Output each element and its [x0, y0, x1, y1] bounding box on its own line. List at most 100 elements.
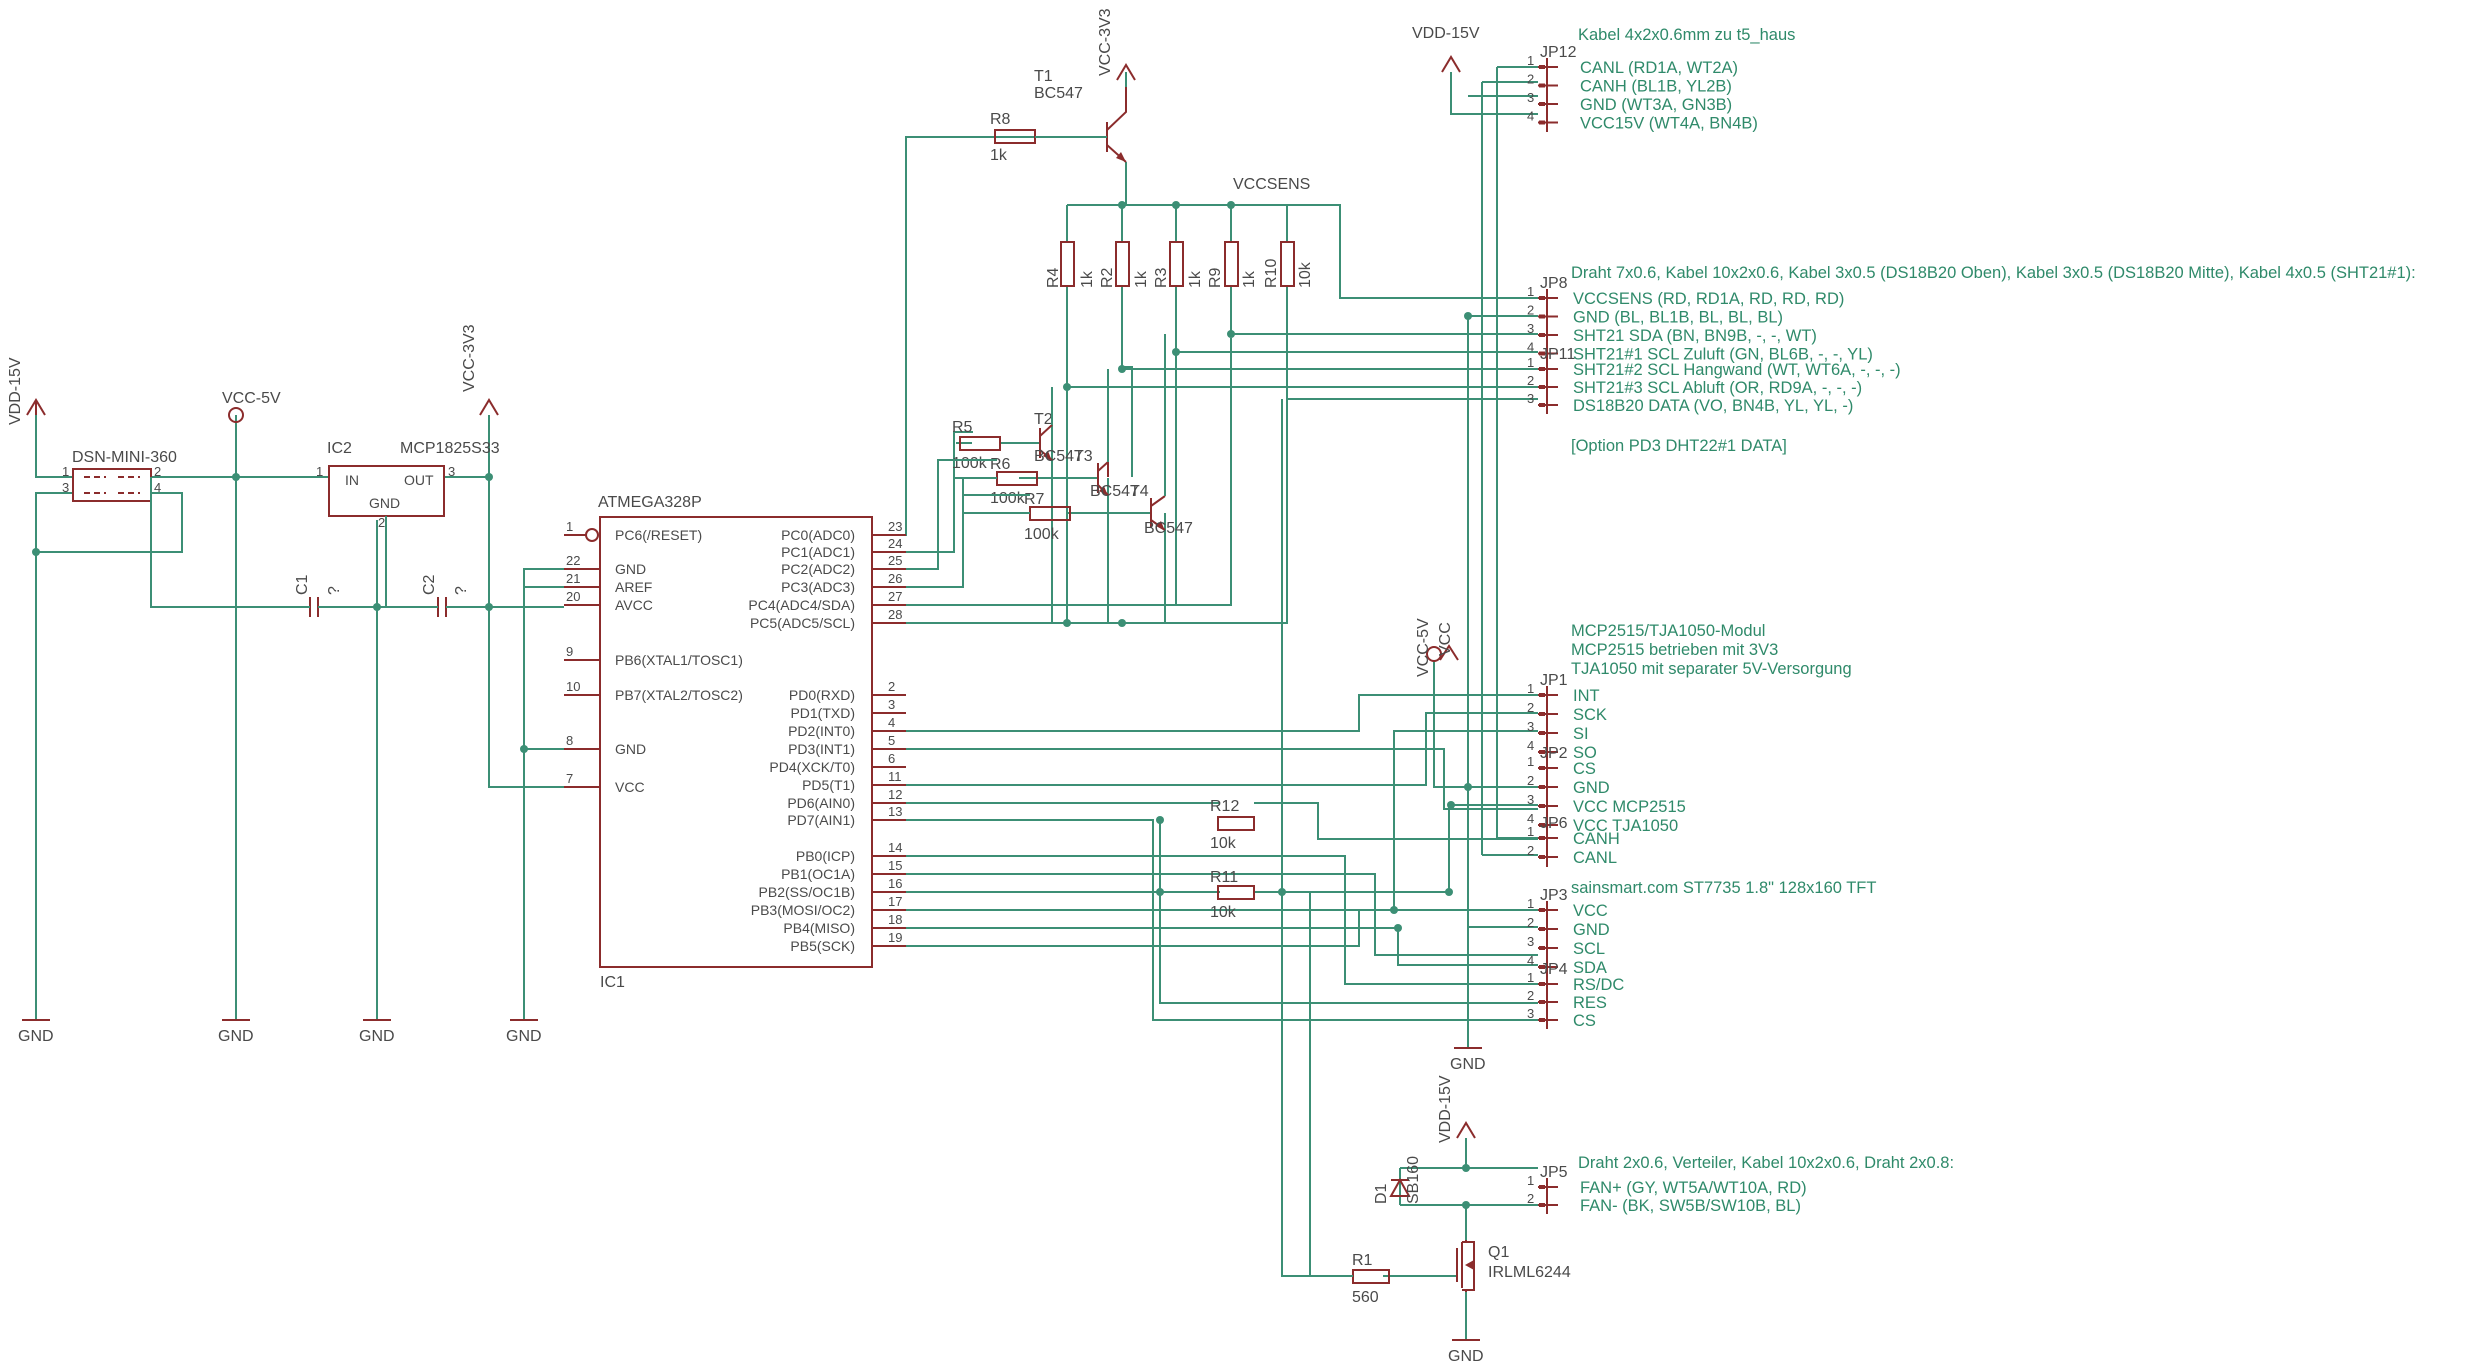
mcu-pin-name: PC3(ADC3): [781, 579, 855, 595]
svg-text:R9: R9: [1207, 267, 1224, 288]
mcu-pin-num: 6: [888, 751, 895, 766]
junctions: [32, 201, 1472, 1209]
net-label-vcc3v3: VCC-3V3: [461, 324, 478, 392]
connector-pin-num: 1: [1527, 896, 1534, 911]
connector-name: JP12: [1540, 44, 1577, 61]
mcu-pin-name: PC4(ADC4/SDA): [748, 597, 855, 613]
mcu-pin-name: PD3(INT1): [788, 741, 855, 757]
connector-pin-num: 2: [1527, 700, 1534, 715]
svg-text:10k: 10k: [1210, 904, 1237, 921]
connector-pin-num: 1: [1527, 284, 1534, 299]
mcu-pin-name: PB2(SS/OC1B): [759, 884, 855, 900]
connector-pin-label: SCL: [1573, 940, 1605, 958]
note-tft: sainsmart.com ST7735 1.8" 128x160 TFT: [1571, 879, 1876, 897]
diode-d1: D1 SB160: [1373, 1156, 1422, 1204]
mcu-pin-num: 28: [888, 607, 902, 622]
gnd-label-5: GND: [1450, 1056, 1486, 1073]
mcu-pin-name: PB3(MOSI/OC2): [751, 902, 855, 918]
connector-pin-label: CS: [1573, 760, 1596, 778]
svg-text:1: 1: [316, 464, 323, 479]
svg-text:R11: R11: [1210, 869, 1238, 886]
connector-pin-label: RES: [1573, 994, 1607, 1012]
connector-pin-label: CANH: [1573, 830, 1620, 848]
connector-name: JP6: [1540, 815, 1568, 832]
svg-text:?: ?: [326, 586, 343, 595]
mcu-pin-name: AREF: [615, 579, 652, 595]
mcu-pin-name: VCC: [615, 779, 645, 795]
mcu-pin-name: PC5(ADC5/SCL): [750, 615, 855, 631]
connector-pin-num: 1: [1527, 970, 1534, 985]
transistor-t4: T4 BC547: [1130, 483, 1193, 537]
gnd-label-2: GND: [218, 1028, 254, 1045]
connector-pin-num: 3: [1527, 934, 1534, 949]
svg-text:R10: R10: [1263, 259, 1280, 288]
connector-pin-label: SHT21#1 SCL Zuluft (GN, BL6B, -, -, YL): [1573, 346, 1873, 364]
connector-pin-label: FAN- (BK, SW5B/SW10B, BL): [1580, 1197, 1801, 1215]
mcu-pin-num: 4: [888, 715, 895, 730]
mcu-pin-name: PB0(ICP): [796, 848, 855, 864]
mcu-pin-name: PB7(XTAL2/TOSC2): [615, 687, 743, 703]
mcu-pin-name: PB5(SCK): [790, 938, 855, 954]
vdd-arrow-icon-fan: [1456, 1121, 1476, 1139]
mcu-pin-name: PB1(OC1A): [781, 866, 855, 882]
mcu-pin-num: 19: [888, 930, 902, 945]
connector-pin-label: GND (BL, BL1B, BL, BL, BL): [1573, 309, 1783, 327]
svg-text:R4: R4: [1045, 267, 1062, 288]
resistor-r10: R10 10k: [1263, 241, 1314, 288]
power-symbols: VDD-15V VCC-5V VCC-3V3 VCC-3V3 VDD-15V V…: [7, 8, 1486, 1363]
mcu-pin-name: GND: [615, 741, 646, 757]
mcu-pin-name: PB4(MISO): [783, 920, 855, 936]
connector-pin-label: VCCSENS (RD, RD1A, RD, RD, RD): [1573, 290, 1844, 308]
svg-text:BC547: BC547: [1034, 85, 1083, 102]
svg-text:R12: R12: [1210, 798, 1239, 815]
connector-pin-label: CS: [1573, 1012, 1596, 1030]
connector-pin-num: 1: [1527, 681, 1534, 696]
resistor-r7: R7 100k: [1024, 491, 1071, 543]
note-mcp2: MCP2515 betrieben mit 3V3: [1571, 641, 1778, 659]
connector-pin-num: 3: [1527, 90, 1534, 105]
gnd-label-1: GND: [18, 1028, 54, 1045]
connector-pin-num: 1: [1527, 355, 1534, 370]
vcc3v3-arrow-icon-t1: [1116, 63, 1136, 81]
svg-text:T3: T3: [1074, 448, 1093, 465]
wires: [35, 66, 1538, 1340]
connector-pin-label: GND: [1573, 921, 1610, 939]
mcu-pin-name: PC0(ADC0): [781, 527, 855, 543]
connector-pin-label: GND (WT3A, GN3B): [1580, 96, 1732, 114]
svg-text:IRLML6244: IRLML6244: [1488, 1264, 1571, 1281]
mcu-pin-name: PD4(XCK/T0): [769, 759, 855, 775]
vcc-arrow-icon-mcp: [1439, 644, 1459, 661]
connector-pin-label: SI: [1573, 725, 1589, 743]
mcu-pin-num: 7: [566, 771, 573, 786]
mcu-pin-num: 1: [566, 519, 573, 534]
mosfet-q1: Q1 IRLML6244: [1456, 1240, 1571, 1292]
capacitor-c2: C2 ?: [421, 574, 470, 617]
ic2-regulator: IC2 MCP1825S33 IN OUT GND 1 3 2: [316, 440, 500, 607]
ic1-name: IC1: [600, 974, 625, 991]
connector-pin-label: SHT21 SDA (BN, BN9B, -, -, WT): [1573, 327, 1817, 345]
note-mcp1: MCP2515/TJA1050-Modul: [1571, 622, 1765, 640]
svg-text:4: 4: [154, 480, 161, 495]
connector-pin-num: 3: [1527, 719, 1534, 734]
connector-pin-num: 3: [1527, 1006, 1534, 1021]
connector-pin-label: INT: [1573, 687, 1600, 705]
net-label-vdd15-jp12: VDD-15V: [1412, 25, 1480, 42]
mcu-pin-name: PD2(INT0): [788, 723, 855, 739]
ic1-atmega328p: ATMEGA328P IC1 1PC6(/RESET)22GND21AREF20…: [564, 494, 906, 991]
mcu-pin-name: PB6(XTAL1/TOSC1): [615, 652, 743, 668]
mcu-pin-name: PC6(/RESET): [615, 527, 702, 543]
capacitor-c1: C1 ?: [294, 574, 343, 617]
svg-text:T1: T1: [1034, 68, 1053, 85]
note-mcp3: TJA1050 mit separater 5V-Versorgung: [1571, 660, 1852, 678]
svg-text:BC547: BC547: [1144, 520, 1193, 537]
svg-text:R8: R8: [990, 111, 1011, 128]
connector-pin-num: 4: [1527, 953, 1534, 968]
vcc5-circle-icon: [228, 407, 244, 423]
connector-pin-label: SHT21#2 SCL Hangwand (WT, WT6A, -, -, -): [1573, 361, 1901, 379]
connector-pin-num: 2: [1527, 773, 1534, 788]
mcu-pin-name: PD6(AIN0): [787, 795, 855, 811]
svg-text:1k: 1k: [1187, 270, 1204, 288]
